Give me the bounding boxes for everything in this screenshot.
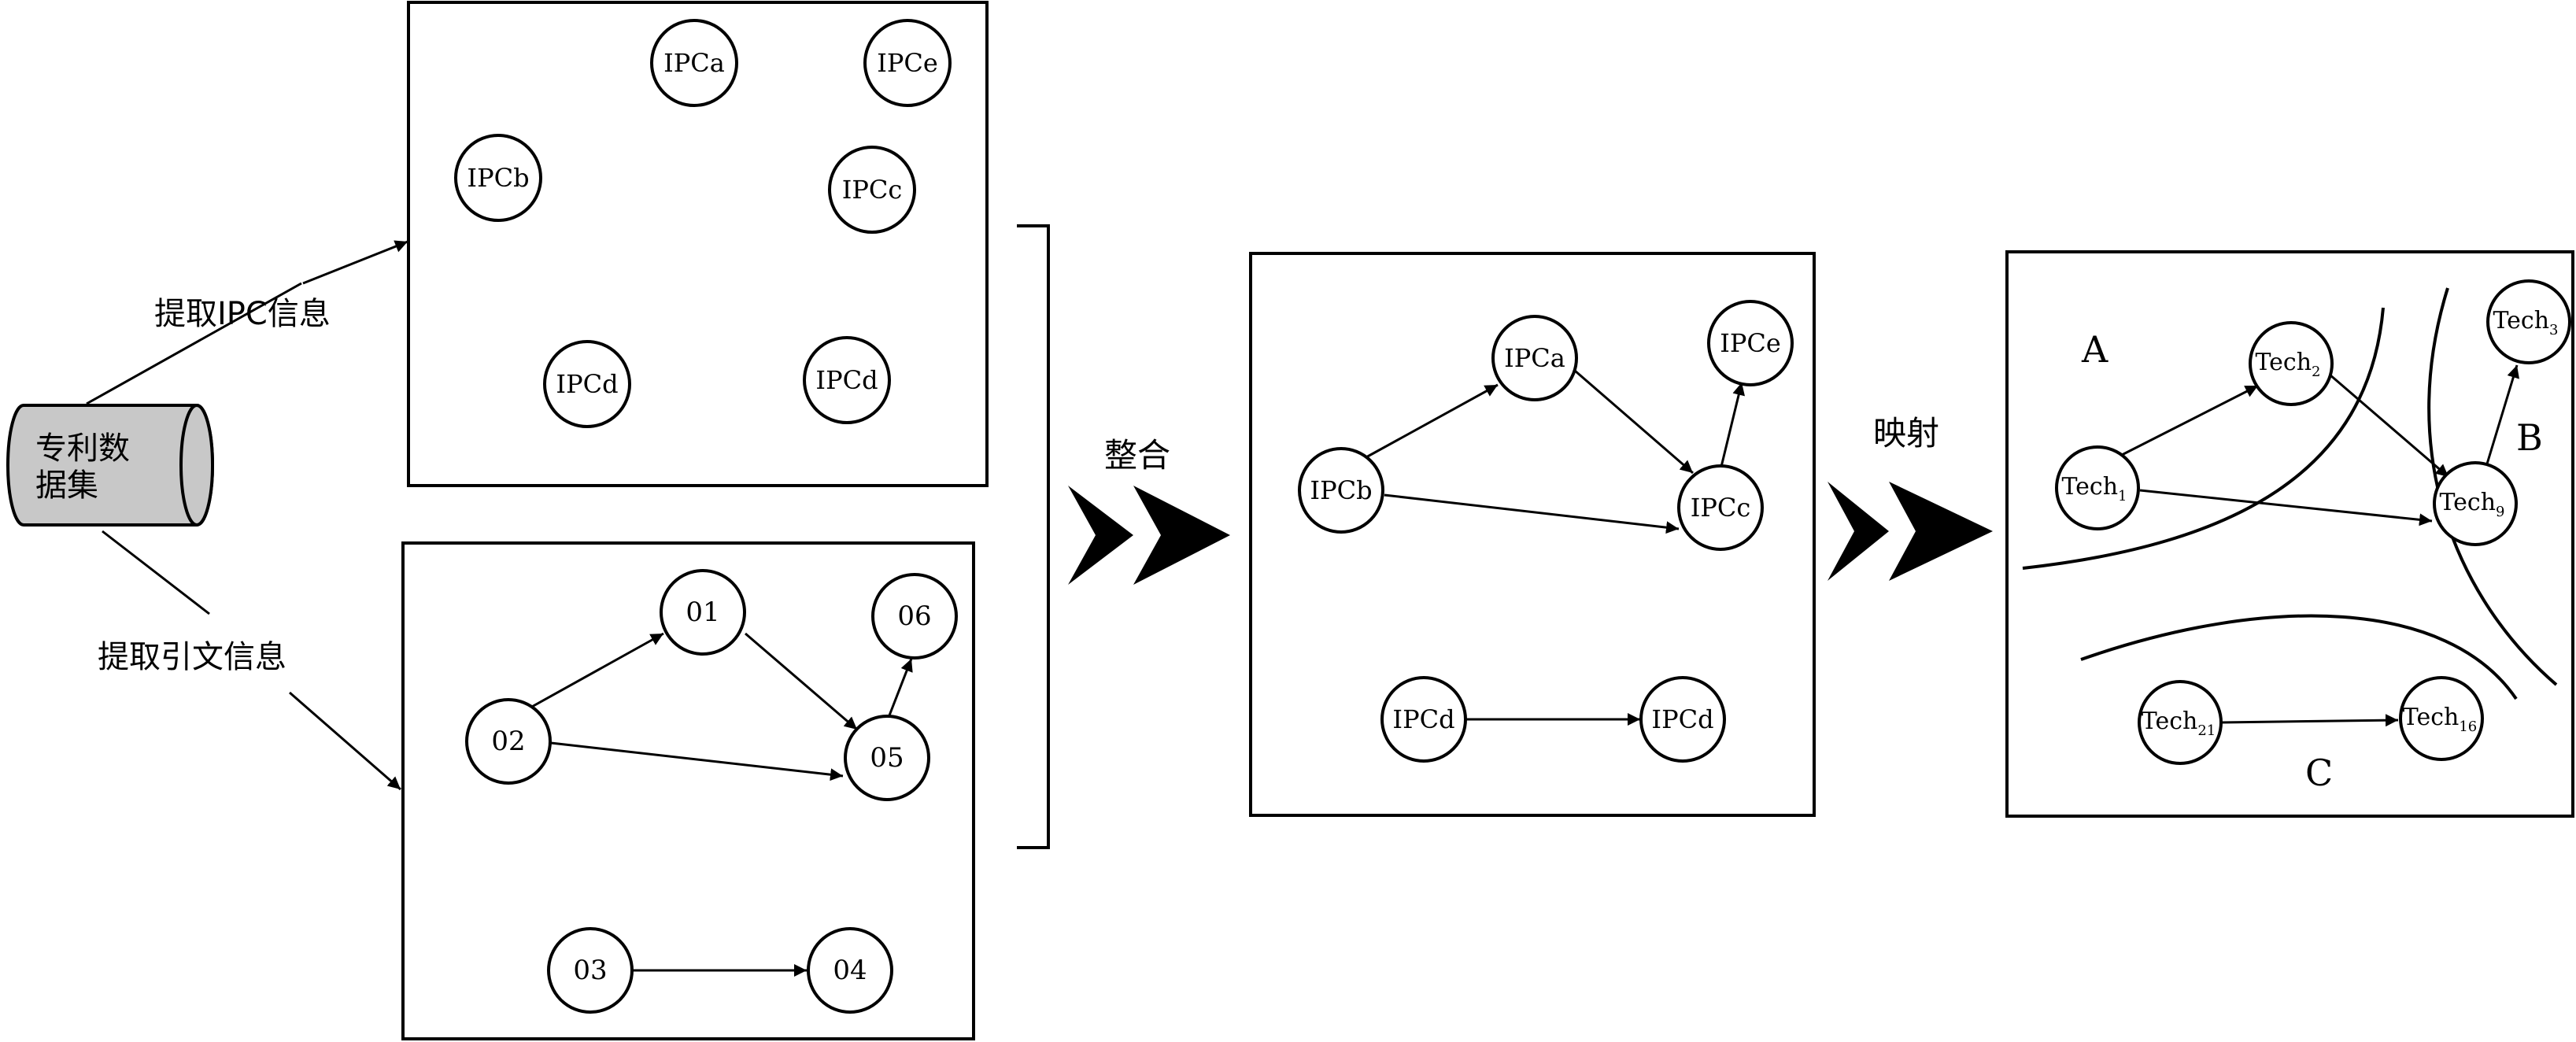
svg-text:IPCa: IPCa: [1504, 343, 1565, 373]
citation-node-06: 06: [871, 573, 958, 660]
svg-text:06: 06: [897, 600, 931, 632]
dataset-label-line1: 专利数: [35, 430, 130, 467]
integrated-panel-frame: [1249, 252, 1816, 817]
svg-text:IPCe: IPCe: [1720, 328, 1781, 358]
svg-text:Tech9: Tech9: [2439, 489, 2504, 520]
integrated-node-b: IPCb: [1298, 447, 1384, 534]
tech-panel: A B C Tech2 Tech3 Tech1 Tech9 Tech21: [2005, 250, 2574, 818]
citation-extract-arrow: [289, 691, 401, 791]
cylinder-to-ipc-line: [86, 282, 302, 405]
tech-node-2: Tech2: [2249, 321, 2334, 406]
edge-t1-t9: [2139, 489, 2433, 527]
edge-c-e: [1720, 382, 1745, 467]
tech-panel-frame: [2005, 250, 2574, 818]
edge-01-05: [745, 632, 858, 731]
edge-b-c: [1384, 493, 1680, 534]
tech-node-3: Tech3: [2486, 279, 2571, 364]
boundary-curve-a: [2022, 307, 2385, 570]
edge-02-01: [530, 632, 664, 709]
integrated-node-c: IPCc: [1677, 464, 1764, 551]
svg-text:Tech3: Tech3: [2493, 307, 2558, 338]
ipc-node-c: IPCc: [828, 146, 916, 234]
svg-text:IPCd: IPCd: [1392, 704, 1454, 734]
citation-node-04: 04: [807, 927, 893, 1014]
tech-node-21: Tech21: [2138, 680, 2223, 765]
edge-t2-t9: [2329, 373, 2449, 479]
svg-text:Tech16: Tech16: [2403, 704, 2477, 735]
svg-text:04: 04: [833, 955, 867, 986]
edge-b-a: [1364, 383, 1499, 460]
integrate-label: 整合: [1104, 436, 1170, 475]
svg-text:IPCe: IPCe: [877, 48, 938, 78]
integrate-chevron-arrow: [1068, 486, 1230, 585]
ipc-node-d2: IPCd: [803, 336, 891, 424]
svg-text:IPCb: IPCb: [467, 163, 529, 193]
ipc-node-a: IPCa: [650, 19, 738, 107]
svg-text:IPCd: IPCd: [1651, 704, 1713, 734]
integrated-node-d1: IPCd: [1380, 676, 1467, 763]
svg-text:IPCd: IPCd: [815, 365, 878, 395]
boundary-curve-c: [2080, 614, 2518, 700]
patent-dataset-cylinder: 专利数 据集: [6, 404, 214, 527]
svg-text:Tech2: Tech2: [2255, 349, 2320, 380]
svg-text:IPCb: IPCb: [1310, 475, 1372, 505]
svg-text:IPCc: IPCc: [842, 175, 903, 205]
ipc-panel: IPCa IPCe IPCb IPCc IPCd IPCd: [407, 1, 989, 487]
tech-node-1: Tech1: [2055, 445, 2140, 530]
integrated-panel: IPCa IPCe IPCb IPCc IPCd IPCd: [1249, 252, 1816, 817]
tech-node-9: Tech9: [2433, 461, 2518, 546]
svg-text:IPCc: IPCc: [1691, 493, 1751, 523]
merge-bracket: [1017, 224, 1050, 849]
svg-text:Tech21: Tech21: [2142, 708, 2216, 739]
svg-text:Tech1: Tech1: [2061, 473, 2127, 504]
edge-t1-t2: [2120, 384, 2259, 457]
cylinder-to-citation-line: [102, 530, 210, 615]
svg-text:IPCd: IPCd: [556, 369, 618, 399]
extract-citation-label: 提取引文信息: [98, 639, 286, 675]
tech-node-16: Tech16: [2399, 676, 2484, 761]
svg-text:01: 01: [686, 597, 719, 628]
integrated-node-a: IPCa: [1491, 315, 1578, 401]
ipc-node-b: IPCb: [454, 134, 542, 222]
extract-ipc-label: 提取IPC信息: [154, 296, 331, 332]
ipc-panel-frame: [407, 1, 989, 487]
svg-text:IPCa: IPCa: [663, 48, 725, 78]
edge-t21-t16: [2220, 714, 2399, 727]
citation-panel: 01 06 02 05 03 04: [401, 541, 975, 1040]
region-a-label: A: [2081, 328, 2108, 371]
region-b-label: B: [2516, 416, 2543, 459]
map-label: 映射: [1873, 414, 1939, 453]
ipc-node-e: IPCe: [863, 19, 952, 107]
ipc-extract-arrow: [302, 240, 408, 285]
svg-text:05: 05: [870, 742, 904, 774]
citation-node-05: 05: [844, 715, 930, 801]
edge-t9-t3: [2484, 364, 2520, 470]
map-chevron-arrow: [1828, 482, 1993, 581]
integrated-node-e: IPCe: [1707, 300, 1794, 386]
svg-text:02: 02: [491, 726, 525, 757]
svg-text:03: 03: [573, 955, 607, 986]
edge-a-c: [1574, 369, 1694, 475]
edge-05-06: [888, 658, 913, 716]
citation-panel-frame: [401, 541, 975, 1040]
dataset-label-line2: 据集: [35, 467, 98, 504]
citation-node-03: 03: [547, 927, 634, 1014]
region-c-label: C: [2305, 752, 2333, 794]
citation-node-02: 02: [465, 698, 552, 785]
integrated-node-d2: IPCd: [1639, 676, 1726, 763]
ipc-node-d1: IPCd: [543, 340, 631, 428]
citation-node-01: 01: [660, 569, 746, 656]
edge-02-05: [550, 741, 844, 782]
